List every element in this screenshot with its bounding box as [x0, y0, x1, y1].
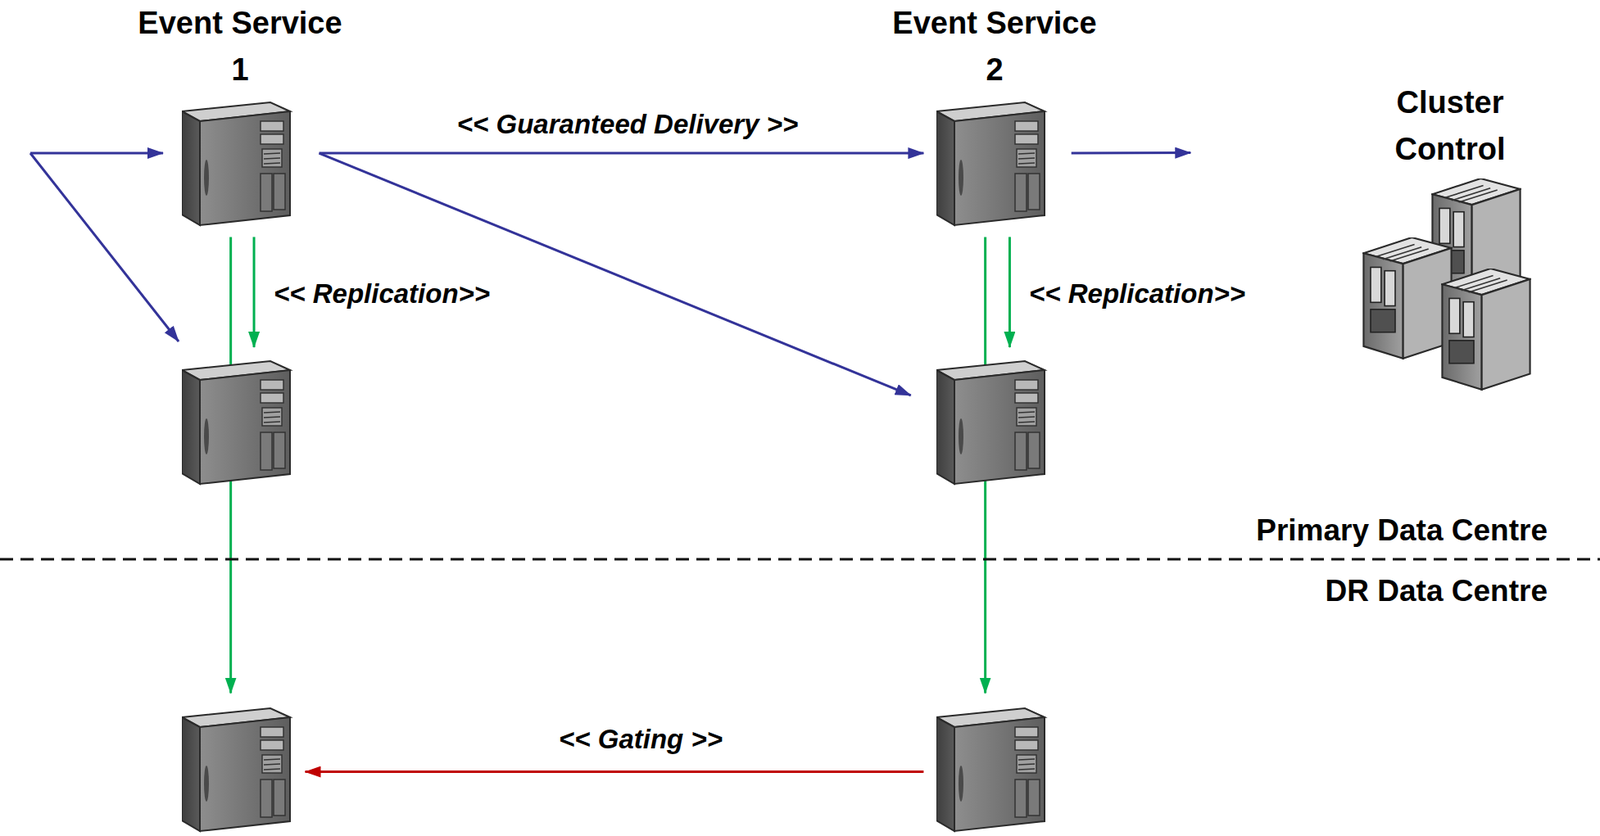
server-icon	[936, 99, 1053, 227]
server-icon	[936, 706, 1053, 834]
service-heading: Event Service 1	[126, 0, 355, 94]
server-icon	[181, 99, 299, 227]
edge-label: << Replication>>	[1025, 277, 1249, 311]
delivery-arrow	[1071, 151, 1192, 155]
service-heading: Event Service 2	[880, 0, 1110, 94]
cluster-icon	[1362, 178, 1538, 394]
delivery-arrow	[319, 153, 912, 396]
edge-label: << Replication>>	[270, 277, 494, 311]
edge-label: << Gating >>	[555, 723, 726, 757]
replication-arrow	[253, 236, 256, 348]
server-node	[181, 358, 299, 486]
edge-label: << Guaranteed Delivery >>	[453, 108, 802, 141]
input-arrow	[30, 153, 179, 342]
server-node	[181, 706, 299, 834]
replication-arrow	[1008, 236, 1011, 348]
region-label: DR Data Centre	[1322, 573, 1551, 610]
region-label: Primary Data Centre	[1252, 512, 1551, 549]
server-node	[936, 358, 1053, 486]
service-heading: Cluster Control	[1337, 79, 1564, 173]
server-icon	[181, 358, 299, 486]
input-arrow	[30, 152, 164, 155]
service-node: Event Service 1	[92, 0, 388, 227]
service-node: Cluster Control	[1351, 79, 1549, 394]
server-icon	[181, 706, 299, 834]
server-node	[936, 706, 1053, 834]
datacentre-divider	[0, 558, 1600, 562]
server-icon	[936, 358, 1053, 486]
gating-arrow	[305, 770, 925, 774]
service-node: Event Service 2	[847, 0, 1143, 227]
delivery-arrow	[319, 152, 925, 155]
